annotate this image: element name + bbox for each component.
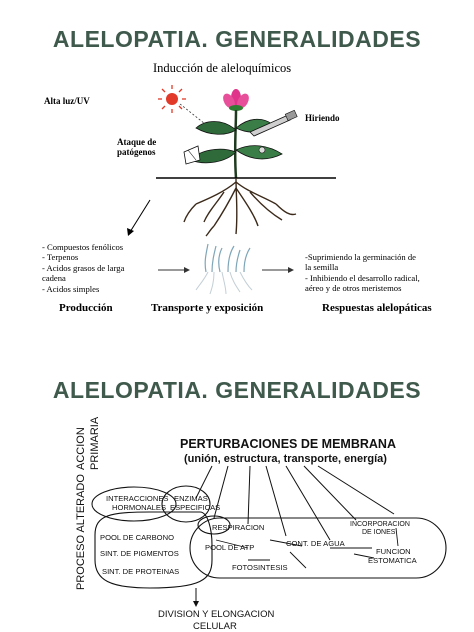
slide-1-title: ALELOPATIA. GENERALIDADES <box>52 26 422 52</box>
knife-icon <box>249 109 298 137</box>
seedlings-illustration <box>195 243 253 295</box>
enzimas-label-2: ESPECIFICAS <box>170 503 220 512</box>
incorporacion-label-1: INCORPORACION <box>350 521 410 528</box>
roots-icon <box>183 177 297 237</box>
produccion-label: Producción <box>59 302 113 314</box>
ataque-label-1: Ataque de <box>117 137 157 147</box>
alta-luz-label: Alta luz/UV <box>44 96 90 106</box>
accion-label-2: PRIMARIA <box>89 416 101 470</box>
slide-2-title: ALELOPATIA. GENERALIDADES <box>52 377 422 403</box>
sun-icon <box>158 85 211 129</box>
funcion-label-1: FUNCION <box>376 547 411 556</box>
list-item: -Suprimiendo la germinación de <box>305 252 416 262</box>
diagram-title: Inducción de aleloquímicos <box>153 61 292 75</box>
transporte-label: Transporte y exposición <box>151 302 264 314</box>
enzimas-label-1: ENZIMAS <box>174 494 208 503</box>
plant-illustration <box>127 89 336 237</box>
list-item: cadena <box>42 273 66 284</box>
division-label-1: DIVISION Y ELONGACION <box>158 609 274 620</box>
compounds-list: - Compuestos fenólicos - Terpenos - Acid… <box>42 242 124 294</box>
list-item: - Compuestos fenólicos <box>42 242 124 252</box>
division-label-2: CELULAR <box>193 621 237 632</box>
responses-list: -Suprimiendo la germinación de la semill… <box>305 252 420 294</box>
proceso-label: PROCESO ALTERADO <box>75 474 87 590</box>
list-item: - Acidos grasos de larga <box>42 262 125 273</box>
list-item: - Acidos simples <box>42 283 100 294</box>
respuestas-label: Respuestas alelopáticas <box>322 302 432 314</box>
list-item: - Terpenos <box>42 252 79 263</box>
sint-pigmentos-label: SINT. DE PIGMENTOS <box>100 549 179 558</box>
perturbaciones-label: PERTURBACIONES DE MEMBRANA <box>180 437 396 451</box>
sint-proteinas-label: SINT. DE PROTEINAS <box>102 567 179 576</box>
ataque-label-2: patógenos <box>117 147 156 157</box>
cont-agua-label: CONT. DE AGUA <box>286 539 346 548</box>
union-label: (unión, estructura, transporte, energía) <box>184 453 387 465</box>
list-item: aéreo y de otros meristemos <box>305 283 402 294</box>
fotosintesis-label: FOTOSINTESIS <box>232 563 288 572</box>
pool-carbono-label: POOL DE CARBONO <box>100 533 174 542</box>
respiracion-label: RESPIRACION <box>212 523 264 532</box>
pool-atp-label: POOL DE ATP <box>205 543 254 552</box>
funcion-label-2: ESTOMATICA <box>368 556 418 565</box>
list-item: - Inhibiendo el desarrollo radical, <box>305 272 420 283</box>
incorporacion-label-2: DE IONES <box>362 529 396 536</box>
flower-icon <box>223 89 249 111</box>
interacciones-label-1: INTERACCIONES <box>106 494 168 503</box>
pathogen-icon <box>183 145 201 165</box>
membrane-diagram: ACCION PRIMARIA PROCESO ALTERADO PERTURB… <box>75 416 447 632</box>
interacciones-label-2: HORMONALES <box>112 503 166 512</box>
list-item: la semilla <box>305 262 339 273</box>
hiriendo-label: Hiriendo <box>305 113 340 123</box>
accion-label-1: ACCION <box>75 427 87 470</box>
